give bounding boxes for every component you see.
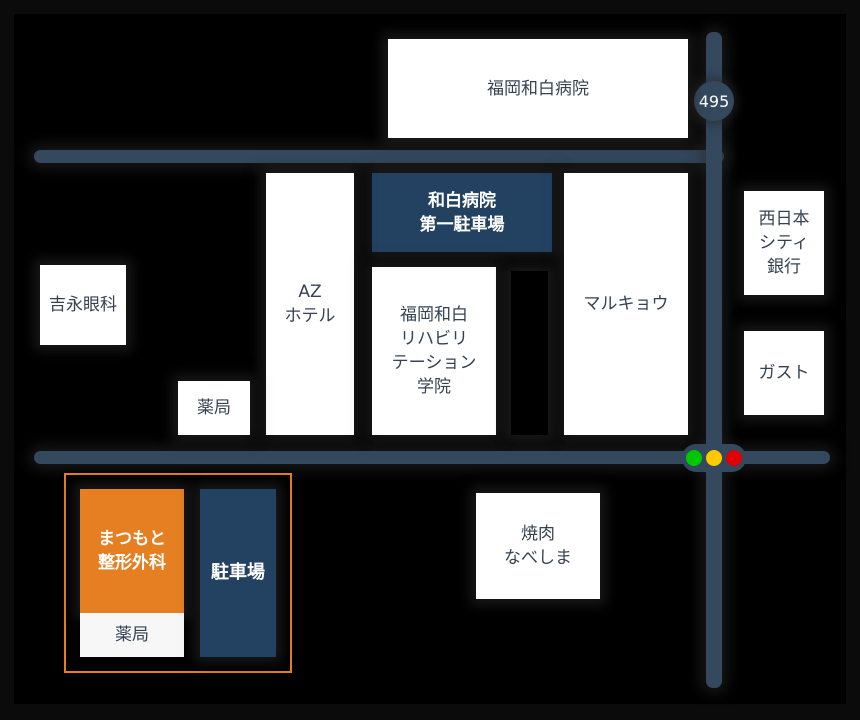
building-label: 駐車場: [211, 562, 265, 583]
building-wajiro-hospital-parking-1[interactable]: 和白病院 第一駐車場: [372, 173, 552, 252]
route-495-badge: 495: [694, 81, 734, 121]
building-pharmacy-bottom[interactable]: 薬局: [80, 613, 184, 657]
building-label: 和白病院 第一駐車場: [419, 190, 505, 235]
building-label: 焼肉 なべしま: [504, 524, 572, 568]
building-rehab-school[interactable]: 福岡和白 リハビリ テーション 学院: [372, 267, 496, 435]
building-pharmacy-top[interactable]: 薬局: [178, 381, 250, 435]
road-south-horizontal: [34, 451, 830, 464]
building-label: 薬局: [115, 625, 149, 645]
building-label: ガスト: [758, 363, 810, 383]
building-label: まつもと 整形外科: [98, 529, 166, 573]
building-fukuoka-wajiro-hospital[interactable]: 福岡和白病院: [388, 39, 688, 138]
building-marukyo[interactable]: マルキョウ: [564, 173, 688, 435]
building-gusto[interactable]: ガスト: [744, 331, 824, 415]
building-label: 薬局: [197, 398, 231, 418]
building-yakiniku-nabeshima[interactable]: 焼肉 なべしま: [476, 493, 600, 599]
route-number: 495: [698, 91, 730, 111]
building-parking[interactable]: 駐車場: [200, 489, 276, 657]
building-label: 福岡和白病院: [487, 78, 589, 99]
traffic-signal: [682, 444, 746, 472]
building-yoshinaga-eye-clinic[interactable]: 吉永眼科: [40, 265, 126, 345]
building-label: 西日本 シティ 銀行: [758, 209, 810, 277]
destination-highlight-box: [64, 473, 292, 673]
building-label: マルキョウ: [583, 294, 669, 314]
unlabeled-block: [511, 271, 548, 435]
building-az-hotel[interactable]: AZ ホテル: [266, 173, 354, 435]
building-label: 福岡和白 リハビリ テーション 学院: [391, 305, 477, 397]
road-route-495-vertical: [706, 32, 722, 688]
building-matsumoto-orthopedics[interactable]: まつもと 整形外科: [80, 489, 184, 613]
road-north-horizontal: [34, 150, 724, 163]
building-label: AZ ホテル: [284, 282, 336, 326]
building-nishinippon-city-bank[interactable]: 西日本 シティ 銀行: [744, 191, 824, 295]
green-lamp-icon: [686, 450, 702, 466]
building-label: 吉永眼科: [49, 295, 117, 315]
yellow-lamp-icon: [706, 450, 722, 466]
red-lamp-icon: [726, 450, 742, 466]
